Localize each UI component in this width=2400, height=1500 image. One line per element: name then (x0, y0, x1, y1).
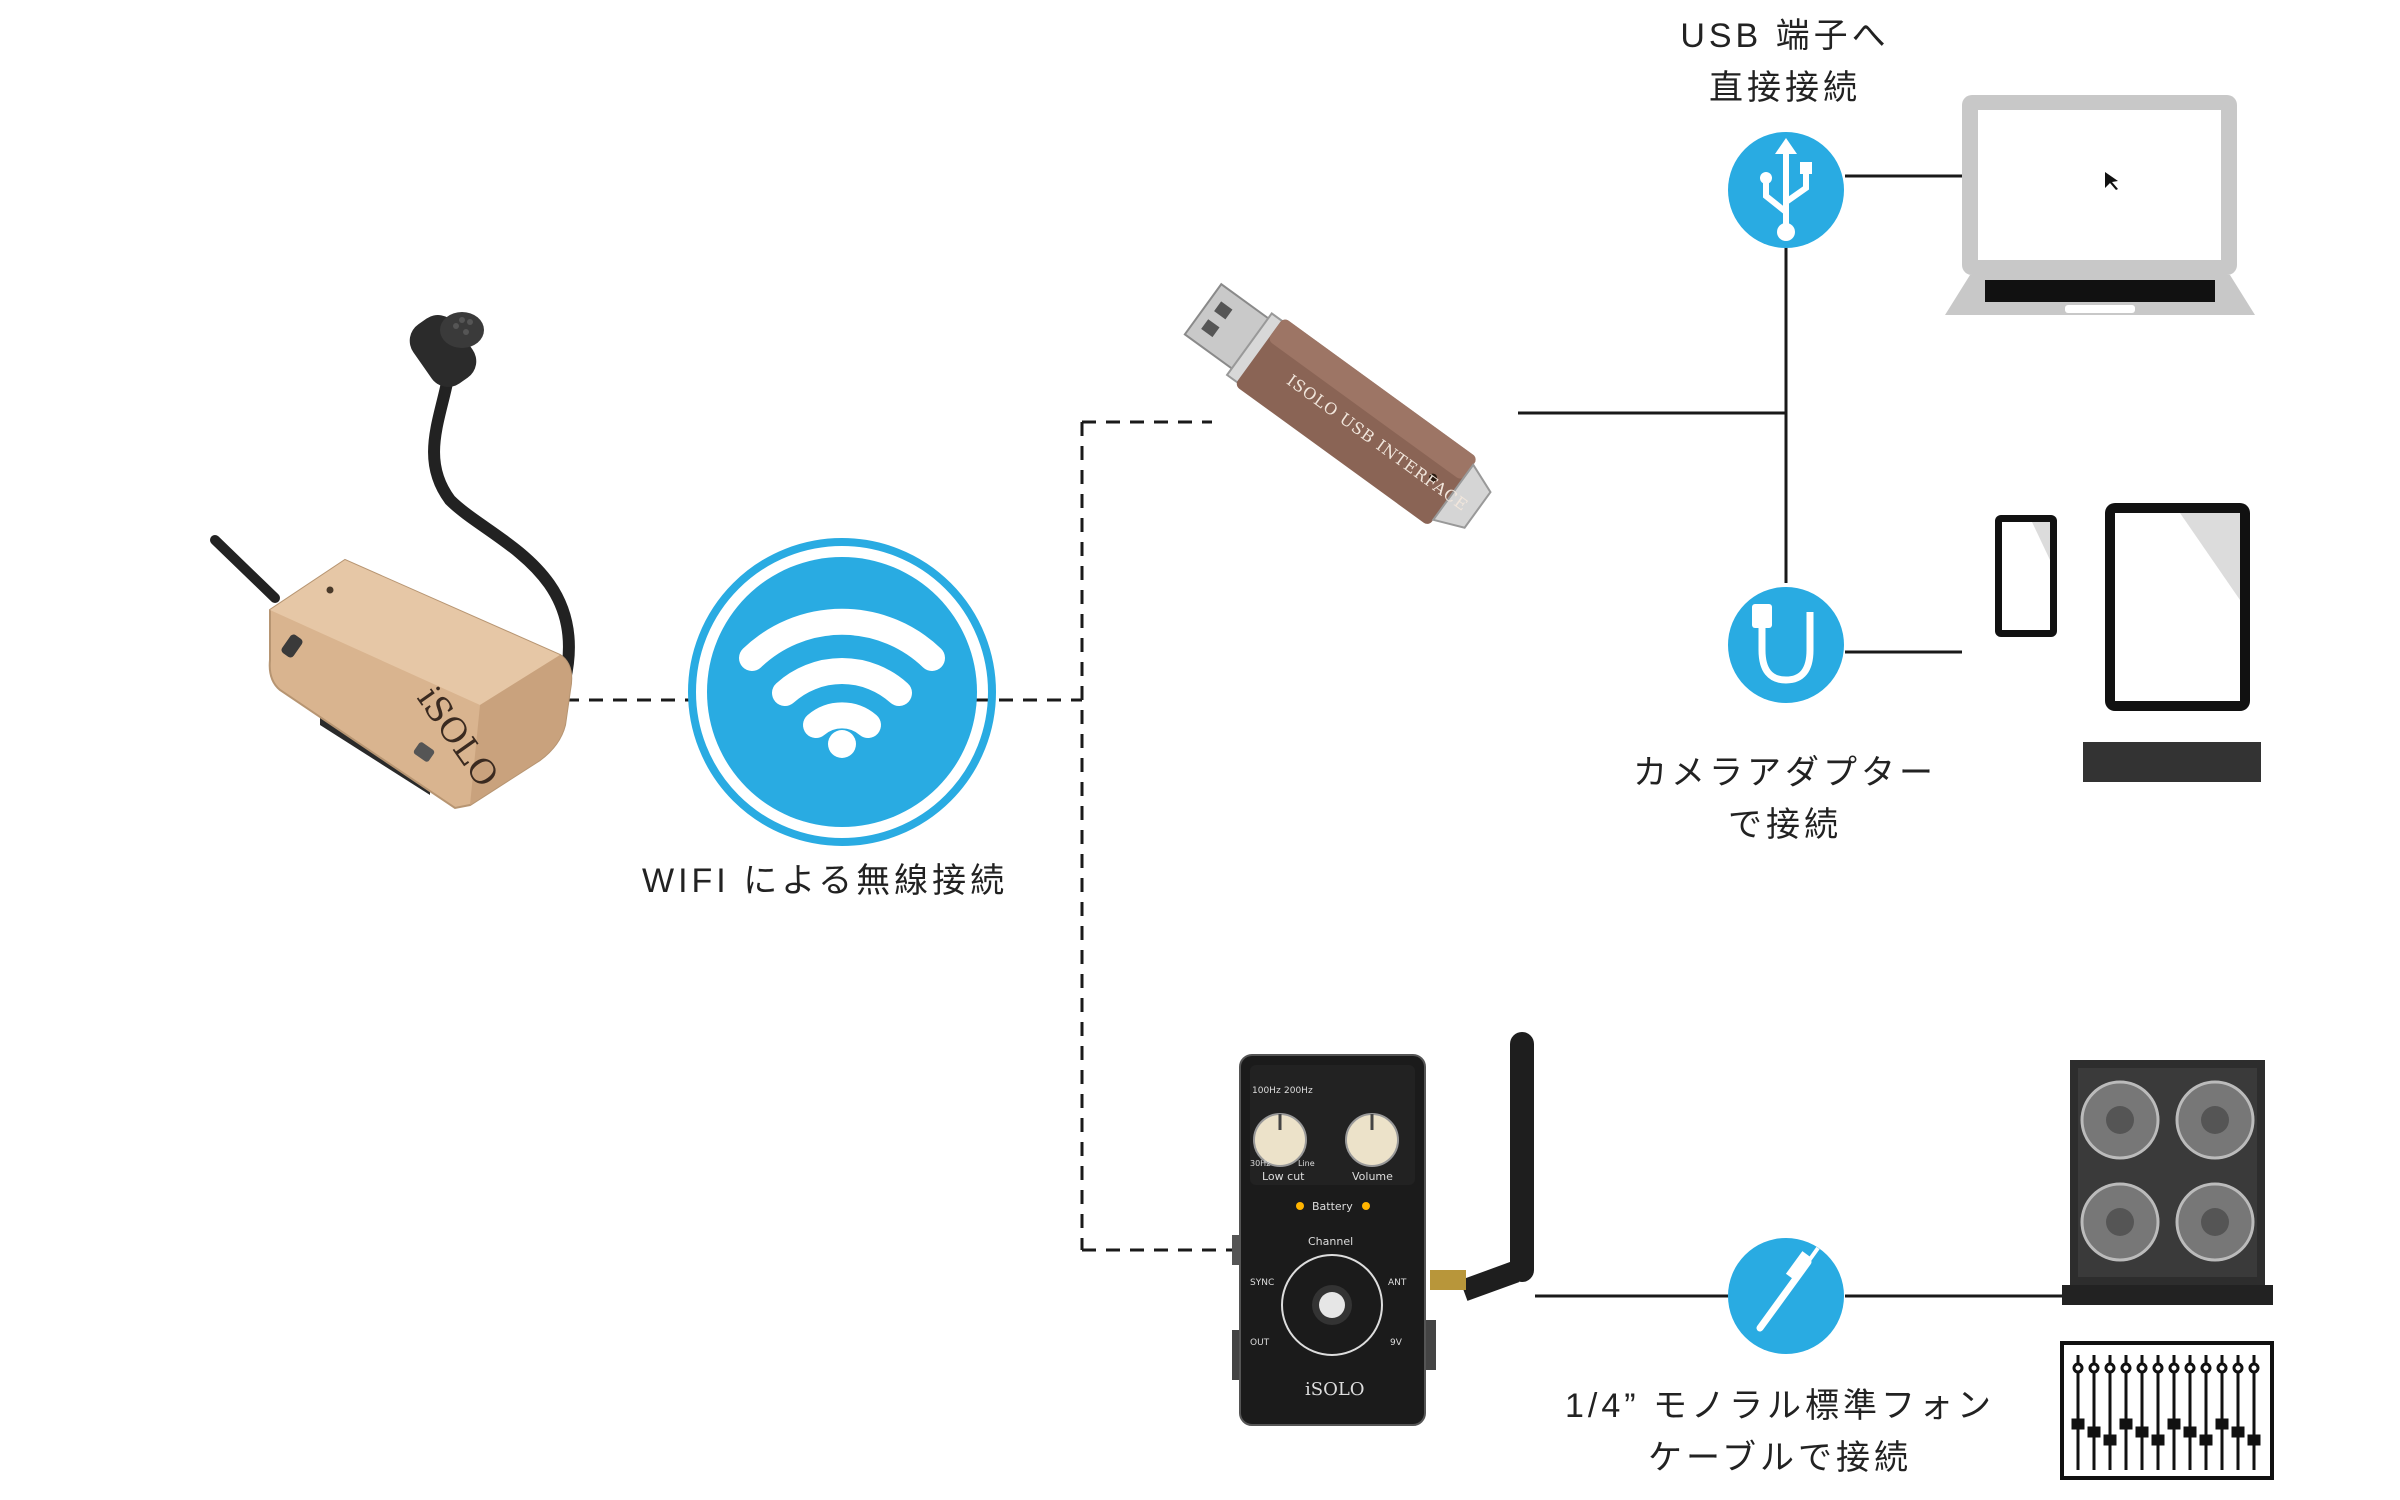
mixer-knob (2216, 1362, 2228, 1374)
mixer-knob (2168, 1362, 2180, 1374)
pedal-30hz-label: 30Hz (1250, 1159, 1270, 1168)
camera-caption-line2: で接続 (1728, 806, 1842, 844)
usb-caption-line2: 直接接続 (1709, 69, 1861, 107)
mixer-knob (2232, 1362, 2244, 1374)
speaker-cabinet (2062, 1060, 2273, 1305)
lowcut-knob (1253, 1113, 1307, 1167)
volume-knob (1345, 1113, 1399, 1167)
wifi-icon (688, 538, 996, 846)
pedal-lowcut-label: Low cut (1262, 1170, 1305, 1183)
mixer-fader (2071, 1418, 2085, 1430)
mixer-fader (2247, 1434, 2261, 1446)
usb-caption: USB 端子へ 直接接続 (1660, 10, 1910, 114)
mixer-knob (2104, 1362, 2116, 1374)
dashed-wireless-lines (565, 420, 1235, 1252)
pedal-9v-label: 9V (1390, 1338, 1403, 1348)
pedal-logo: iSOLO (1305, 1379, 1365, 1400)
smartphone (1995, 515, 2057, 637)
pedal-out-label: OUT (1250, 1338, 1270, 1348)
mixer-fader (2151, 1434, 2165, 1446)
pedal-volume-label: Volume (1352, 1170, 1393, 1183)
mixer-fader (2167, 1418, 2181, 1430)
mixing-console (2060, 1341, 2274, 1480)
camera-caption-line1: カメラアダプター (1633, 754, 1937, 792)
tablet (2105, 503, 2250, 711)
channel-dial (1281, 1254, 1383, 1356)
phone-caption-line2: ケーブルで接続 (1648, 1439, 1912, 1477)
transmitter-antenna (210, 535, 280, 603)
mixer-fader (2119, 1418, 2133, 1430)
pedal-line-label: Line (1298, 1159, 1315, 1168)
mixer-knob (2184, 1362, 2196, 1374)
wifi-caption: WIFI による無線接続 (642, 855, 1008, 907)
mixer-fader (2103, 1434, 2117, 1446)
microphone-head (409, 312, 484, 387)
mixer-knob (2136, 1362, 2148, 1374)
jack-plug-icon (1728, 1238, 1844, 1354)
cursor-icon (2105, 172, 2118, 190)
phone-caption-line1: 1/4” モノラル標準フォン (1564, 1387, 1996, 1425)
pedal-channel-label: Channel (1308, 1235, 1353, 1248)
solid-cable-lines (1518, 174, 2070, 1298)
mixer-fader (2199, 1434, 2213, 1446)
mixer-fader (2087, 1426, 2101, 1438)
adapter-icon (1728, 587, 1844, 703)
wifi-caption-text: WIFI による無線接続 (642, 862, 1009, 900)
mixer-knob (2072, 1362, 2084, 1374)
mixer-knob (2200, 1362, 2212, 1374)
mixer-fader (2215, 1418, 2229, 1430)
pedal-ant-label: ANT (1388, 1278, 1407, 1288)
mixer-knob (2088, 1362, 2100, 1374)
pedal-battery-label: Battery (1312, 1200, 1353, 1213)
mixer-knob (2152, 1362, 2164, 1374)
isolo-pedal-receiver: 100Hz 200Hz 30Hz Line Low cut Volume Bat… (1232, 1054, 1436, 1426)
pedal-sync-label: SYNC (1250, 1278, 1274, 1288)
mixer-fader (2135, 1426, 2149, 1438)
mixer-knob (2248, 1362, 2260, 1374)
usb-icon (1728, 132, 1844, 248)
laptop (1945, 95, 2255, 315)
pedal-antenna (1430, 1032, 1534, 1301)
mixer-knob (2120, 1362, 2132, 1374)
phone-cable-caption: 1/4” モノラル標準フォン ケーブルで接続 (1530, 1380, 2030, 1484)
pedal-100hz-label: 100Hz (1252, 1086, 1281, 1096)
usb-interface-stick: ISOLO USB INTERFACE (1183, 282, 1492, 529)
mixer-fader (2183, 1426, 2197, 1438)
pedal-200hz-label: 200Hz (1284, 1086, 1313, 1096)
usb-caption-line1: USB 端子へ (1680, 17, 1890, 55)
mixer-fader (2231, 1426, 2245, 1438)
camera-adapter-caption: カメラアダプター で接続 (1605, 747, 1965, 851)
isolo-transmitter: iSOLO (210, 312, 575, 810)
keyboard (2083, 742, 2261, 782)
